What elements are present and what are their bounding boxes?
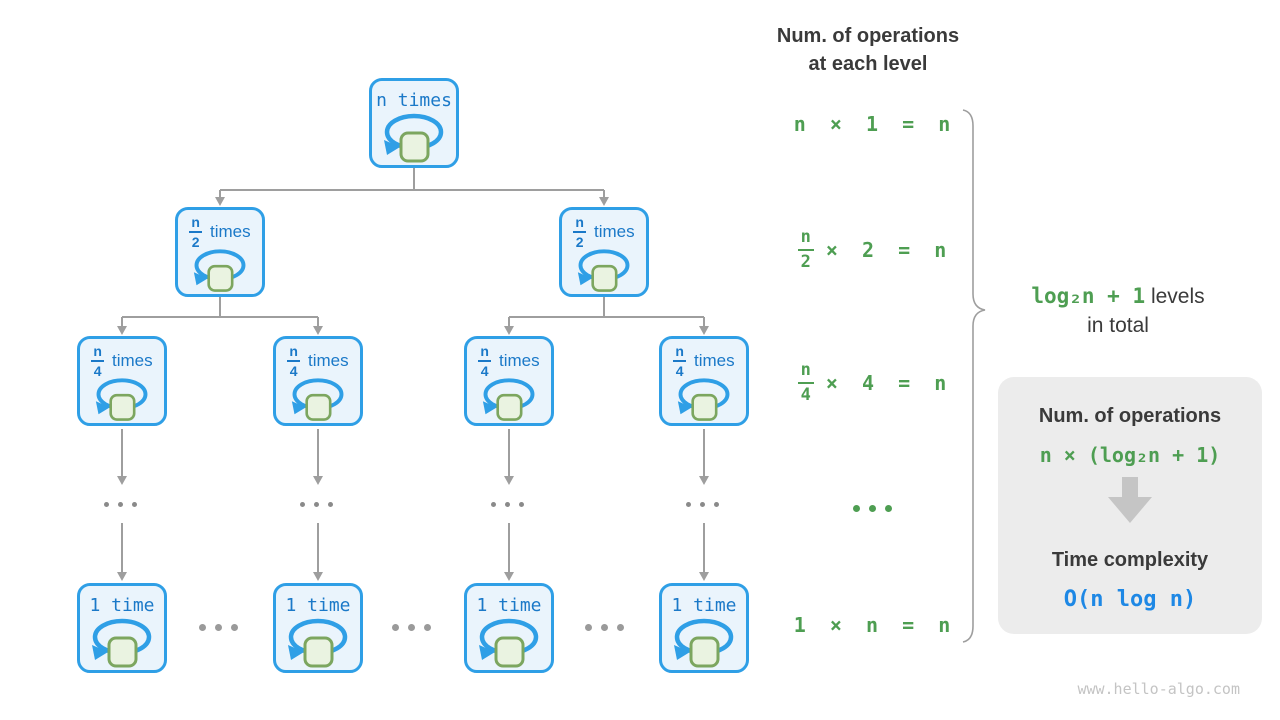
tree-node-root: n times xyxy=(369,78,459,168)
loop-icon xyxy=(384,113,444,163)
loop-icon xyxy=(193,249,246,292)
tree-node-1time-4: 1 time xyxy=(659,583,749,673)
summary-formula: n × (log₂n + 1) xyxy=(1039,443,1221,467)
formula-level-1: n × 1 = n xyxy=(760,112,984,136)
formula-level-last: 1 × n = n xyxy=(760,613,984,637)
node-label: n times xyxy=(376,89,452,111)
formula-ellipsis xyxy=(760,498,984,518)
summary-result: O(n log n) xyxy=(1063,587,1197,612)
ellipsis-dots xyxy=(686,502,719,507)
levels-total-line2: in total xyxy=(1087,314,1149,337)
ellipsis-dots xyxy=(104,502,137,507)
loop-icon xyxy=(92,618,152,668)
ellipsis-dots xyxy=(491,502,524,507)
ellipsis-dots xyxy=(392,624,431,631)
ellipsis-dots xyxy=(585,624,624,631)
summary-title: Num. of operations xyxy=(1038,405,1222,427)
loop-icon xyxy=(677,378,730,421)
formula-text: n × 1 = n xyxy=(793,112,951,136)
formula-text: × 4 = n xyxy=(825,371,947,395)
node-label: 1 time xyxy=(476,594,542,616)
levels-suffix: levels xyxy=(1145,285,1205,308)
loop-icon xyxy=(291,378,344,421)
summary-subtitle: Time complexity xyxy=(1051,549,1209,571)
loop-icon xyxy=(95,378,148,421)
column-heading-line2: at each level xyxy=(808,53,928,75)
loop-icon xyxy=(288,618,348,668)
brace xyxy=(962,109,986,643)
levels-total-line1: log₂n + 1 levels xyxy=(1008,282,1228,311)
loop-icon xyxy=(482,378,535,421)
ellipsis-dots xyxy=(852,504,892,512)
levels-formula: log₂n + 1 xyxy=(1031,284,1146,308)
down-arrow-icon xyxy=(1108,477,1152,523)
ellipsis-dots xyxy=(199,624,238,631)
tree-node-1time-3: 1 time xyxy=(464,583,554,673)
node-label: 1 time xyxy=(89,594,155,616)
loop-icon xyxy=(577,249,630,292)
column-heading: Num. of operations at each level xyxy=(745,22,991,78)
summary-box: Num. of operations n × (log₂n + 1) Time … xyxy=(998,377,1262,634)
node-label: 1 time xyxy=(285,594,351,616)
ellipsis-dots xyxy=(300,502,333,507)
formula-text: × 2 = n xyxy=(825,238,947,262)
tree-node-1time-1: 1 time xyxy=(77,583,167,673)
formula-text: 1 × n = n xyxy=(793,613,951,637)
levels-total-label: log₂n + 1 levels in total xyxy=(1008,282,1228,340)
column-heading-line1: Num. of operations xyxy=(776,25,960,47)
watermark: www.hello-algo.com xyxy=(1077,680,1240,698)
loop-icon xyxy=(479,618,539,668)
tree-node-1time-2: 1 time xyxy=(273,583,363,673)
loop-icon xyxy=(674,618,734,668)
node-label: 1 time xyxy=(671,594,737,616)
